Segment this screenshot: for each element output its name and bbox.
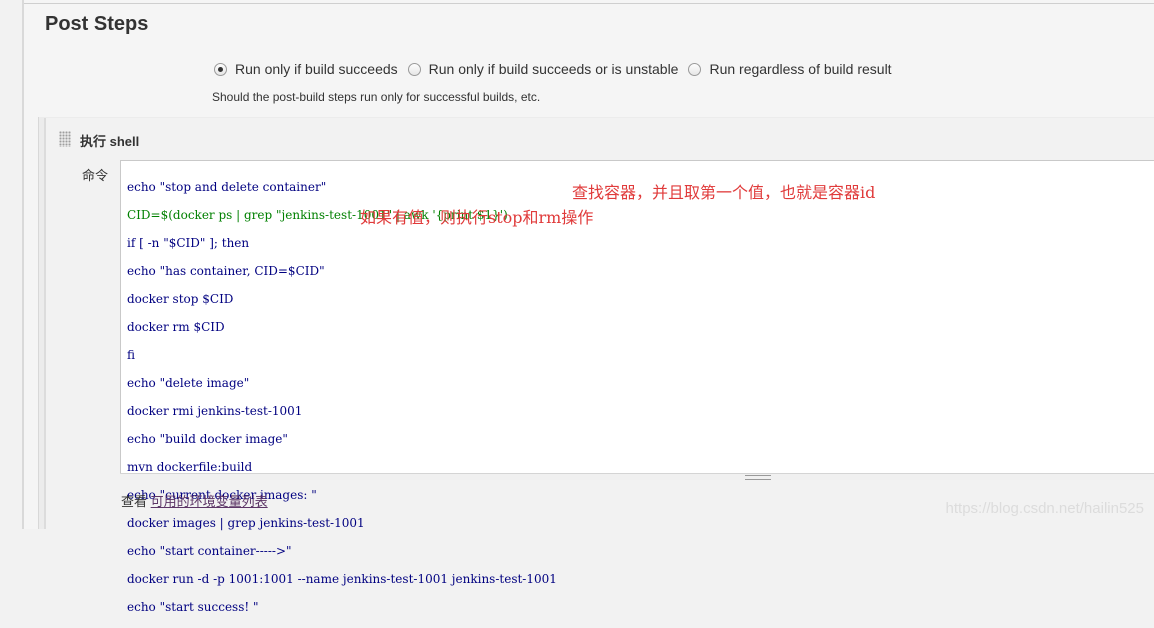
run-condition-hint: Should the post-build steps run only for… [212, 90, 541, 104]
code-line: echo "current docker images: " [127, 488, 317, 502]
radio-button[interactable] [214, 62, 227, 76]
radio-button[interactable] [688, 62, 702, 76]
left-rail [0, 0, 22, 529]
textarea-resize-bar[interactable] [120, 473, 1154, 480]
annotation-stop-rm: 如果有值，则执行stop和rm操作 [360, 208, 594, 227]
radio-label: Run only if build succeeds or is unstabl… [428, 61, 679, 77]
code-line: echo "delete image" [127, 376, 250, 390]
env-vars-link[interactable]: 可用的环境变量列表 [150, 494, 268, 509]
code-line: echo "build docker image" [127, 432, 288, 446]
watermark: https://blog.csdn.net/hailin525 [945, 500, 1144, 517]
code-line: CID=$(docker ps | grep "jenkins-test-100… [127, 208, 508, 222]
resize-grip-icon[interactable] [745, 475, 771, 480]
drag-handle-icon[interactable] [59, 131, 71, 147]
radio-option-succeeds[interactable]: Run only if build succeeds [214, 61, 398, 77]
code-line: echo "start success! " [127, 600, 259, 614]
top-divider [24, 3, 1154, 4]
radio-button[interactable] [407, 62, 421, 76]
code-line: docker images | grep jenkins-test-1001 [127, 516, 365, 530]
code-line: if [ -n "$CID" ]; then [127, 236, 250, 250]
footer-prefix: 查看 [121, 494, 148, 509]
env-vars-footer: 查看 可用的环境变量列表 [121, 491, 268, 510]
code-line: echo "start container----->" [127, 544, 292, 558]
code-line: mvn dockerfile:build [127, 460, 253, 474]
section-title: Post Steps [45, 13, 149, 35]
code-line: docker rm $CID [127, 320, 225, 334]
run-condition-group: Run only if build succeeds Run only if b… [214, 61, 902, 77]
radio-label: Run only if build succeeds [235, 61, 398, 77]
radio-option-regardless[interactable]: Run regardless of build result [688, 61, 892, 77]
code-line: docker stop $CID [127, 292, 234, 306]
code-line: echo "has container, CID=$CID" [127, 264, 325, 278]
code-line: fi [127, 348, 136, 362]
code-line: echo "stop and delete container" [127, 180, 327, 194]
shell-code: echo "stop and delete container" CID=$(d… [127, 166, 557, 628]
radio-label: Run regardless of build result [709, 61, 892, 77]
step-title: 执行 shell [80, 134, 140, 149]
radio-option-unstable[interactable]: Run only if build succeeds or is unstabl… [407, 61, 679, 77]
annotation-find-container: 查找容器，并且取第一个值，也就是容器id [572, 183, 876, 202]
code-line: docker run -d -p 1001:1001 --name jenkin… [127, 572, 557, 586]
left-border [22, 0, 24, 529]
command-label: 命令 [82, 168, 109, 183]
code-line: docker rmi jenkins-test-1001 [127, 404, 303, 418]
